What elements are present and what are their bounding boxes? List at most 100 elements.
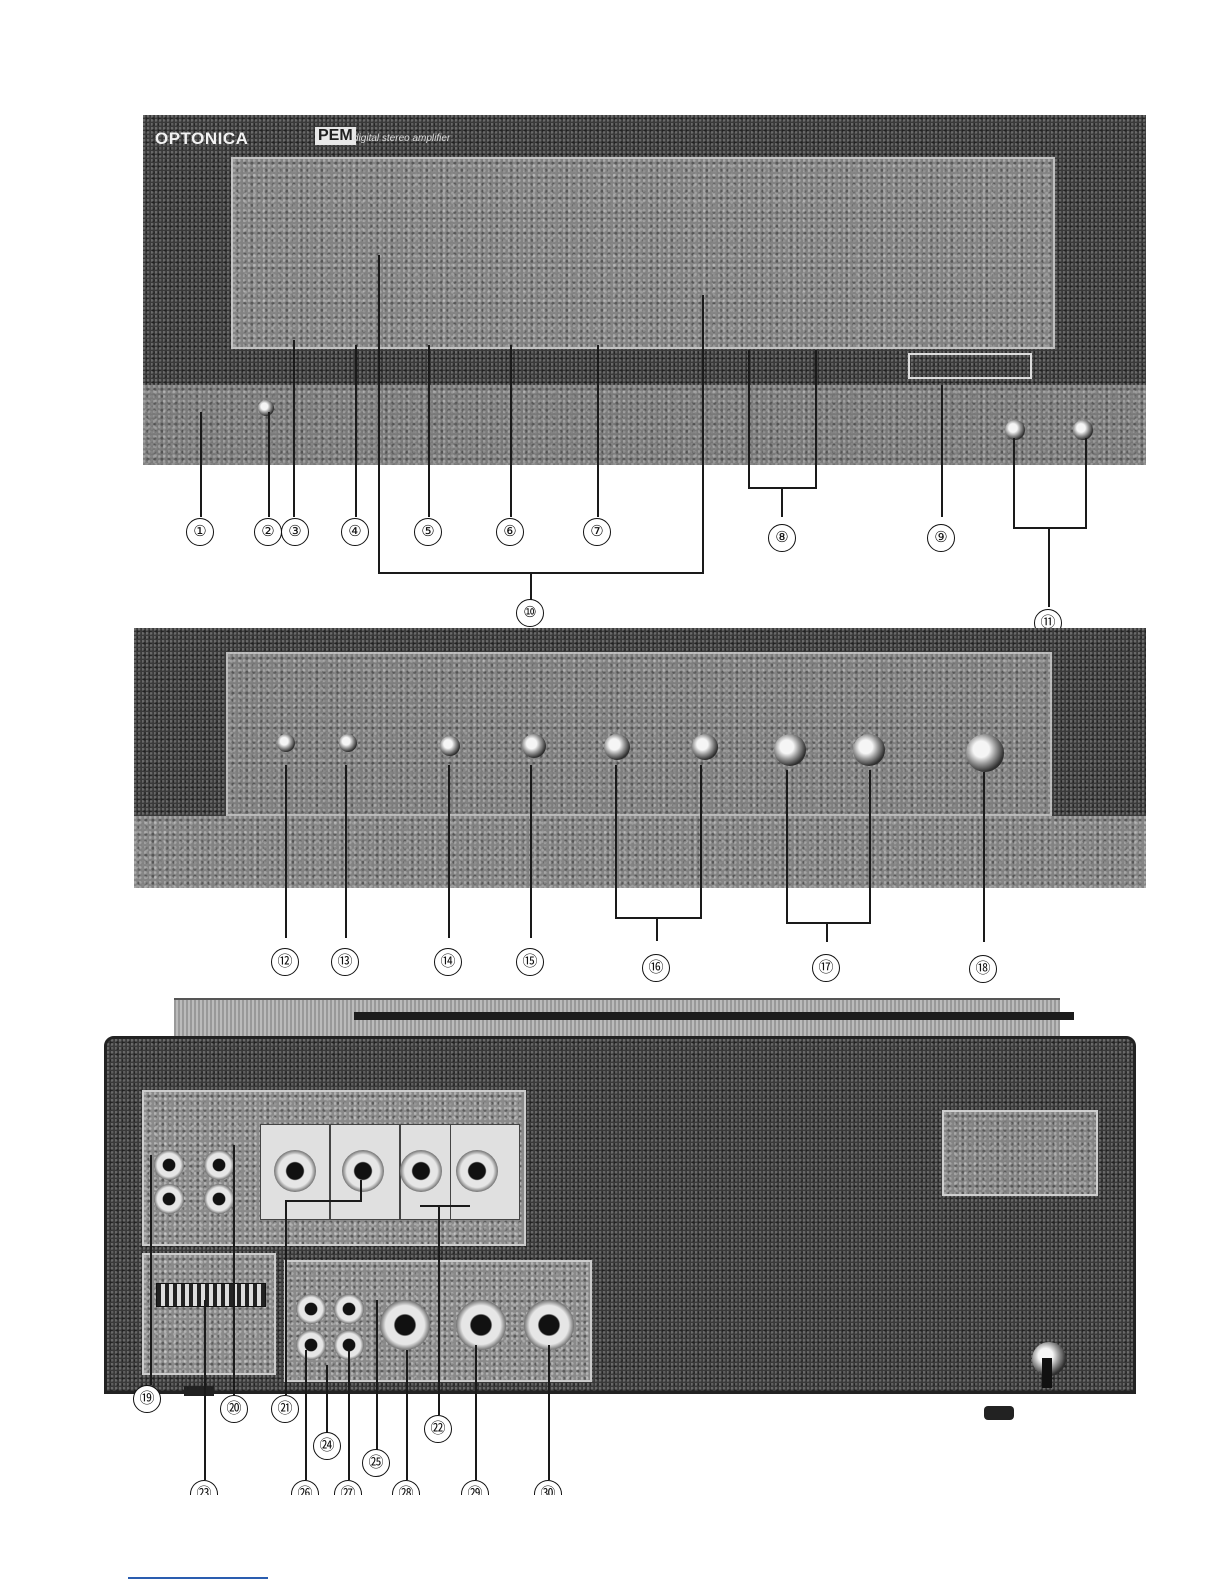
- callout-7: ⑦: [583, 518, 611, 546]
- rca-jack: [154, 1184, 184, 1214]
- callout-25: ㉕: [362, 1449, 390, 1477]
- large-jack: [380, 1300, 430, 1350]
- leader-line: [204, 1300, 206, 1480]
- rca-jack: [204, 1150, 234, 1180]
- leader-line: [378, 572, 704, 574]
- leader-line: [348, 1350, 350, 1480]
- leader-line: [656, 917, 658, 941]
- leader-line: [815, 350, 817, 488]
- button-row: [908, 353, 1032, 379]
- rca-jack: [154, 1150, 184, 1180]
- large-jack: [456, 1300, 506, 1350]
- leader-line: [869, 770, 871, 923]
- callout-28: ㉘: [392, 1480, 420, 1495]
- model-subtitle: digital stereo amplifier: [353, 133, 450, 144]
- callout-17: ⑰: [812, 954, 840, 982]
- knob-16b: [692, 734, 718, 760]
- callout-3: ③: [281, 518, 309, 546]
- leader-line: [360, 1180, 362, 1202]
- top-vent-slot: [354, 1012, 1074, 1020]
- callout-26: ㉖: [291, 1480, 319, 1495]
- callout-8: ⑧: [768, 524, 796, 552]
- leader-line: [326, 1365, 328, 1433]
- knob-16a: [604, 734, 630, 760]
- leader-line: [285, 765, 287, 938]
- xlr-jack: [342, 1150, 384, 1192]
- leader-line: [293, 340, 295, 517]
- leader-line: [1048, 527, 1050, 607]
- callout-1: ①: [186, 518, 214, 546]
- leader-line: [826, 922, 828, 942]
- leader-line: [530, 572, 532, 602]
- remote-box: [142, 1253, 276, 1375]
- leader-line: [233, 1145, 235, 1395]
- callout-23: ㉓: [190, 1480, 218, 1495]
- leader-line: [285, 1200, 362, 1202]
- rca-jack: [204, 1184, 234, 1214]
- leader-line: [305, 1350, 307, 1480]
- callout-16: ⑯: [642, 954, 670, 982]
- leader-line: [530, 765, 532, 938]
- rear-panel-photo: [104, 998, 1130, 1388]
- speaker-knob-b: [1073, 420, 1093, 440]
- leader-line: [748, 350, 750, 488]
- leader-line: [376, 1300, 378, 1450]
- leader-line: [700, 765, 702, 918]
- foot-right: [984, 1406, 1014, 1420]
- leader-line: [200, 412, 202, 517]
- multi-pin-connector: [156, 1283, 266, 1307]
- callout-12: ⑫: [271, 948, 299, 976]
- callout-4: ④: [341, 518, 369, 546]
- leader-line: [378, 255, 380, 573]
- callout-13: ⑬: [331, 948, 359, 976]
- leader-line: [448, 765, 450, 938]
- rca-jack: [296, 1294, 326, 1324]
- leader-line: [786, 770, 788, 923]
- leader-line: [941, 385, 943, 517]
- speaker-knob-a: [1005, 420, 1025, 440]
- knob-14: [440, 736, 460, 756]
- leader-line: [597, 345, 599, 517]
- foot-left: [184, 1386, 214, 1396]
- large-jack: [524, 1300, 574, 1350]
- leader-line: [786, 922, 871, 924]
- headphone-jack-knob: [258, 400, 274, 416]
- leader-line: [615, 765, 617, 918]
- leader-line: [420, 1205, 470, 1207]
- callout-18: ⑱: [969, 955, 997, 983]
- callout-9: ⑨: [927, 524, 955, 552]
- knob-15: [522, 734, 546, 758]
- leader-line: [150, 1155, 152, 1385]
- callout-22: ㉒: [424, 1415, 452, 1443]
- leader-line: [1013, 527, 1087, 529]
- leader-line: [268, 412, 270, 517]
- callout-21: ㉑: [271, 1395, 299, 1423]
- leader-line: [983, 772, 985, 942]
- brand-logo: OPTONICA: [155, 129, 248, 149]
- knob-18: [966, 734, 1004, 772]
- leader-line: [1085, 438, 1087, 528]
- callout-5: ⑤: [414, 518, 442, 546]
- callout-20: ⑳: [220, 1395, 248, 1423]
- leader-line: [548, 1345, 550, 1480]
- xlr-jack: [274, 1150, 316, 1192]
- leader-line: [1013, 438, 1015, 528]
- callout-19: ⑲: [133, 1385, 161, 1413]
- leader-line: [510, 345, 512, 517]
- knob-17b: [853, 734, 885, 766]
- leader-line: [428, 345, 430, 517]
- rca-jack: [334, 1294, 364, 1324]
- callout-14: ⑭: [434, 948, 462, 976]
- callout-24: ㉔: [313, 1432, 341, 1460]
- callout-30: ㉚: [534, 1480, 562, 1495]
- leader-line: [406, 1350, 408, 1480]
- callout-29: ㉙: [461, 1480, 489, 1495]
- knob-17a: [774, 734, 806, 766]
- rca-jack: [296, 1330, 326, 1360]
- leader-line: [345, 765, 347, 938]
- xlr-jack: [456, 1150, 498, 1192]
- display-window: [231, 157, 1055, 349]
- knob-12: [277, 734, 295, 752]
- leader-line: [475, 1345, 477, 1480]
- leader-line: [285, 1200, 287, 1395]
